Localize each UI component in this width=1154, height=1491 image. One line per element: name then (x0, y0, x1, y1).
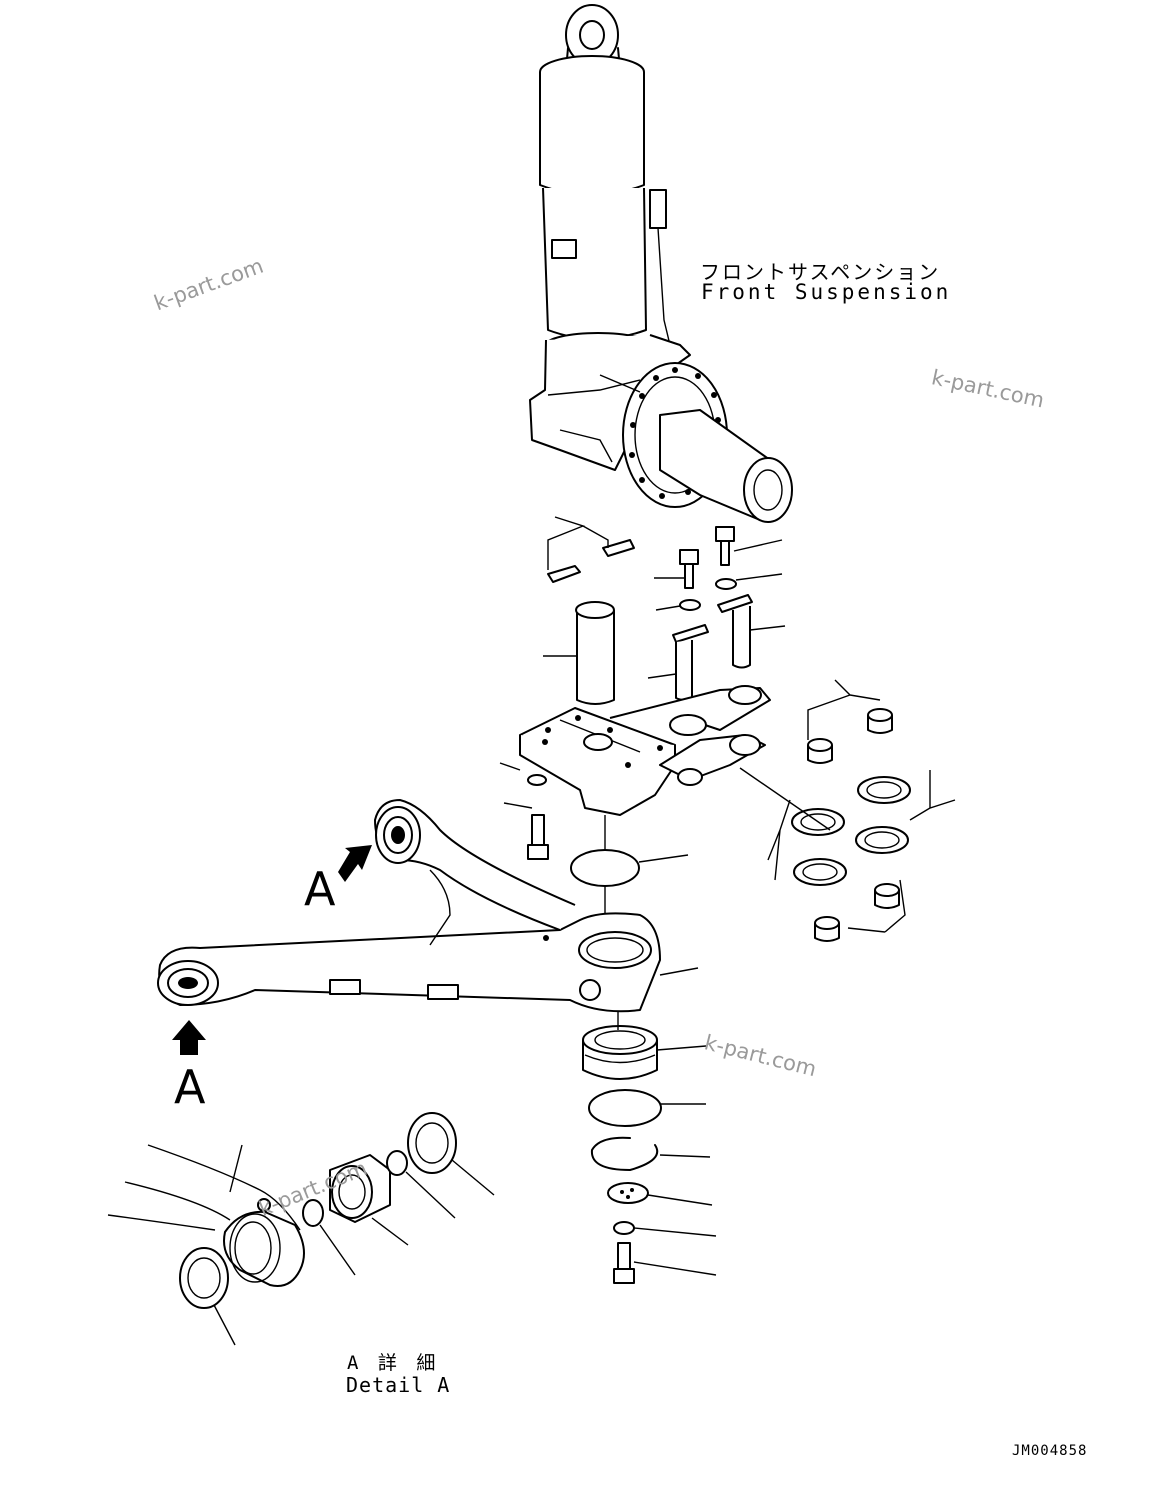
bushings-right (739, 679, 956, 942)
shim-disk (570, 849, 640, 887)
detail-title-english: Detail A (346, 1373, 451, 1397)
view-marker-upper: A (304, 862, 336, 916)
title-japanese: フロントサスペンション (700, 260, 941, 284)
front-suspension-cylinder (529, 4, 793, 523)
upper-bolts (654, 526, 783, 611)
detail-a-drawing (107, 1112, 495, 1346)
pins (543, 594, 786, 705)
detail-title-japanese: A 詳 細 (347, 1352, 440, 1374)
drawing-number: JM004858 (1012, 1443, 1088, 1459)
a-frame-arm (157, 799, 699, 1013)
bracket-bolt (527, 774, 549, 860)
view-arrow-upper (338, 845, 372, 882)
mount-bracket (499, 685, 771, 816)
key-parts (547, 516, 635, 583)
view-marker-lower: A (174, 1060, 206, 1114)
lower-stack (582, 1012, 717, 1284)
view-arrow-lower (172, 1020, 206, 1055)
title-english: Front Suspension (701, 280, 952, 304)
